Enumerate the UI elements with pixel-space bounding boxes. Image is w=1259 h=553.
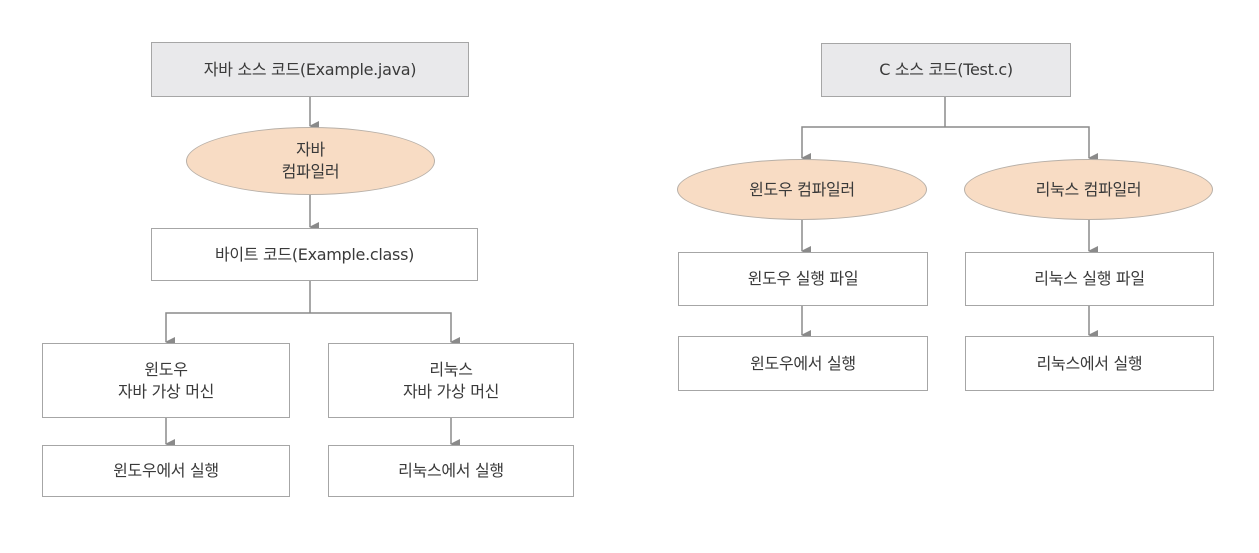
windows-exe-box: 윈도우 실행 파일 (678, 252, 928, 306)
java-run-windows-box: 윈도우에서 실행 (42, 445, 290, 497)
java-compiler-ellipse: 자바 컴파일러 (186, 127, 435, 195)
arrow-c-source-to-windows-compiler (801, 126, 945, 163)
linux-compiler-ellipse: 리눅스 컴파일러 (964, 159, 1213, 220)
jvm-linux-box: 리눅스 자바 가상 머신 (328, 343, 574, 418)
arrow-bytecode-to-jvm-linux (310, 312, 460, 347)
java-run-linux-box: 리눅스에서 실행 (328, 445, 574, 497)
jvm-windows-box: 윈도우 자바 가상 머신 (42, 343, 290, 418)
java-source-box: 자바 소스 코드(Example.java) (151, 42, 469, 97)
c-source-box: C 소스 코드(Test.c) (821, 43, 1071, 97)
bytecode-box: 바이트 코드(Example.class) (151, 228, 478, 281)
linux-exe-box: 리눅스 실행 파일 (965, 252, 1214, 306)
c-run-linux-box: 리눅스에서 실행 (965, 336, 1214, 391)
arrow-c-source-to-linux-compiler (945, 126, 1098, 163)
arrow-bytecode-to-jvm-windows (165, 312, 310, 347)
c-run-windows-box: 윈도우에서 실행 (678, 336, 928, 391)
windows-compiler-ellipse: 윈도우 컴파일러 (677, 159, 927, 220)
